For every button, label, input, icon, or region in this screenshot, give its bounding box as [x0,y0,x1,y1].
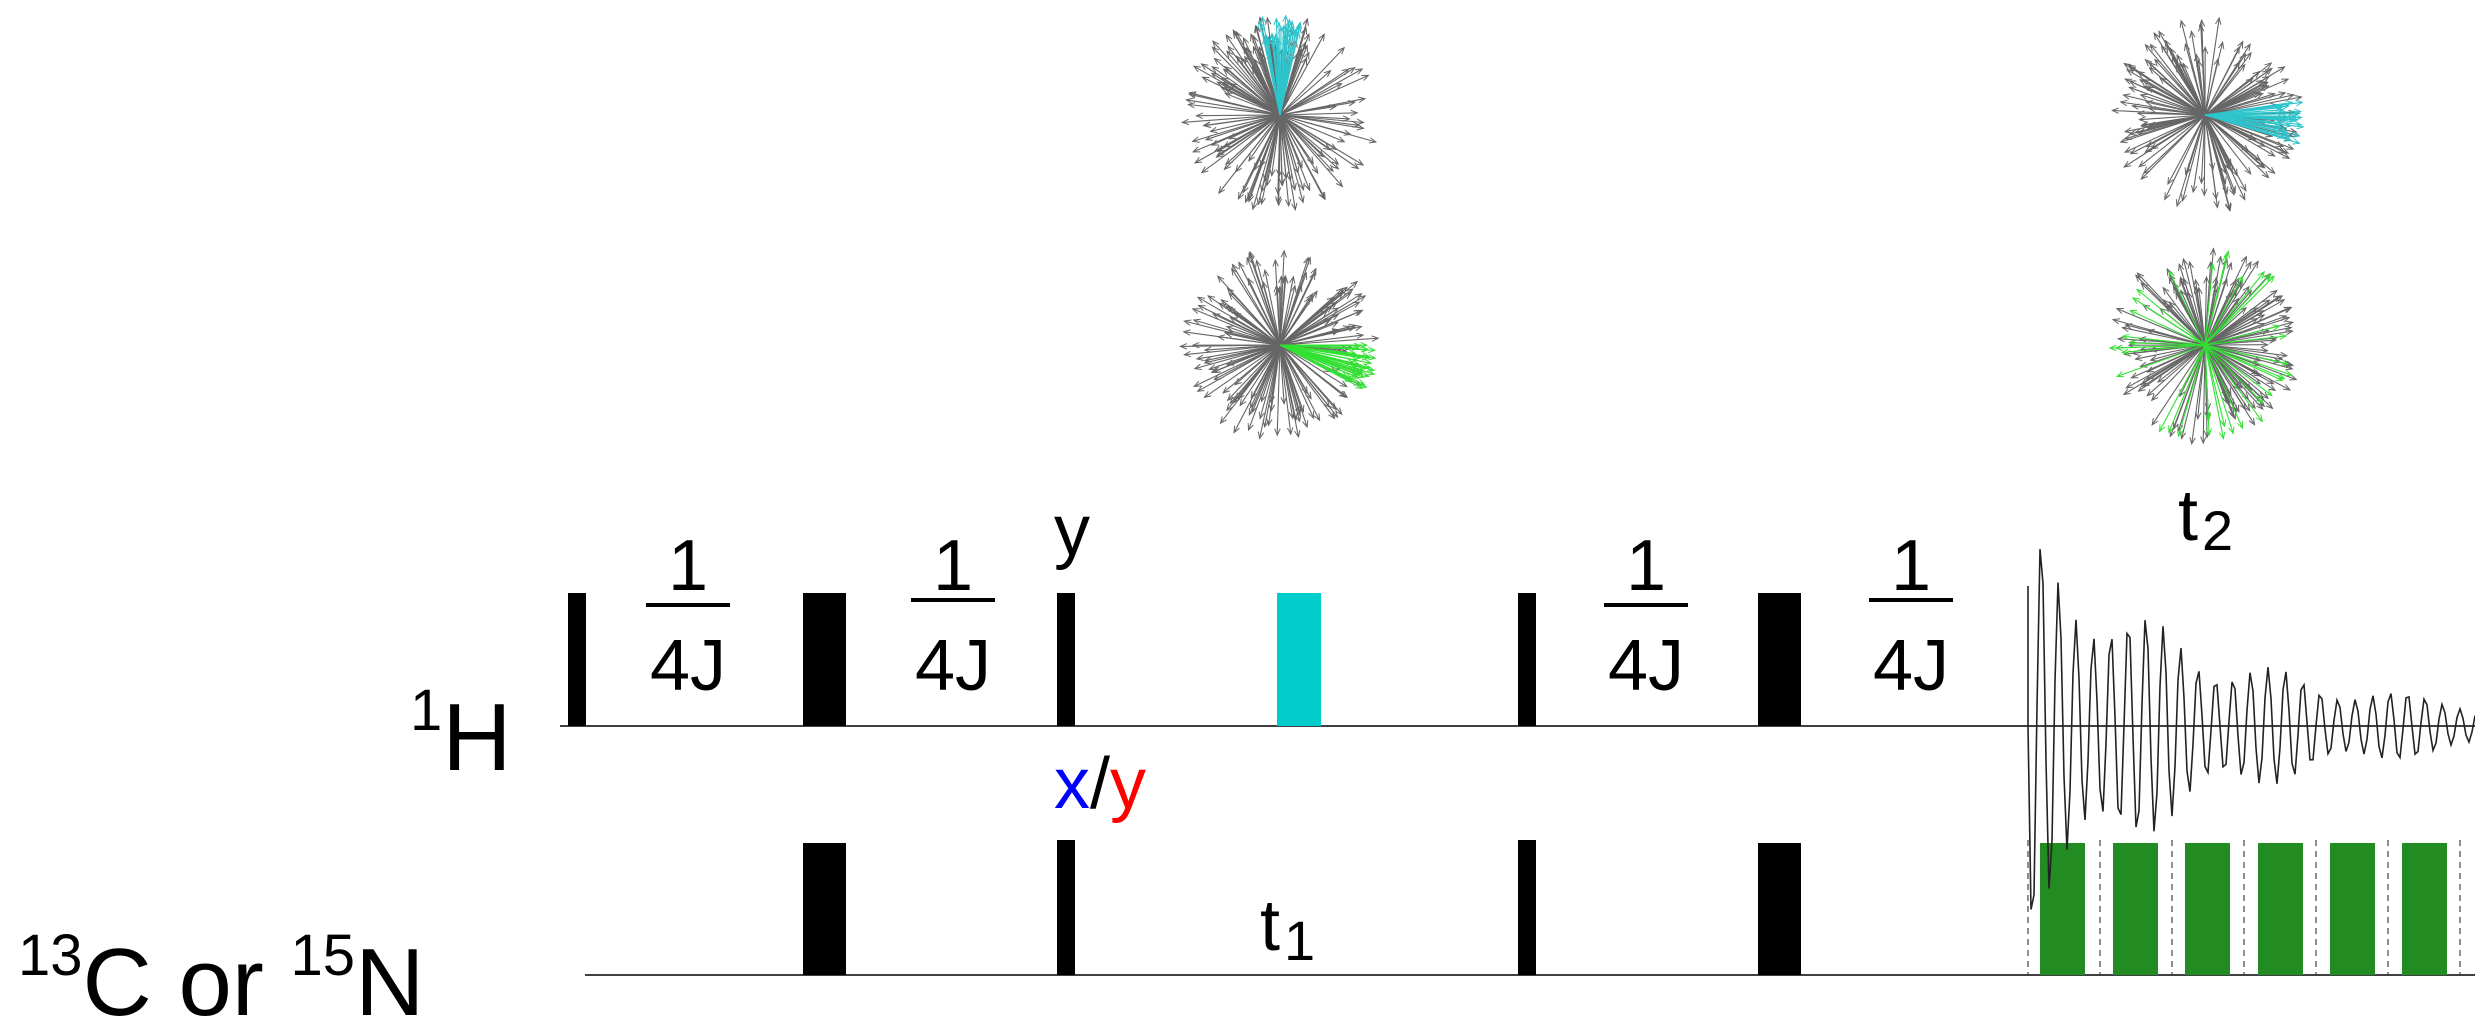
delay-fraction-1: 1 4J [646,526,730,706]
decoupling-pulse [2113,843,2158,975]
fid-signal [2027,549,2475,910]
h-pulse-180-2 [1758,593,1801,726]
decoupling-pulse [2402,843,2447,975]
phase-label-y: y [1054,491,1090,571]
svg-text:1: 1 [1891,526,1931,606]
vector-sphere-green-right [1179,249,1380,440]
x-pulse-180-1 [803,843,846,975]
vector-sphere-cyan-up [1181,14,1378,211]
phase-label-xy: x/y [1054,744,1146,824]
decoupling-pulse [2258,843,2303,975]
decoupling-pulse [2040,843,2085,975]
vector-sphere-green-dephased [2108,247,2298,446]
decoupling-pulse [2330,843,2375,975]
x-channel-label: 13C or 15N [18,923,424,1023]
vector-sphere-cyan-right [2111,16,2305,212]
delay-fraction-3: 1 4J [1604,526,1688,706]
magnetization-vector-diagrams [1179,14,2305,446]
h-channel-label: 1H [410,678,512,791]
h-pulse-90-2 [1518,593,1536,726]
delay-fraction-4: 1 4J [1869,526,1953,706]
decoupling-pulse [2185,843,2230,975]
h-pulse-180-1 [803,593,846,726]
svg-text:1: 1 [668,526,708,606]
svg-text:4J: 4J [650,626,726,706]
svg-text:1: 1 [933,526,973,606]
svg-text:4J: 4J [915,626,991,706]
delay-fraction-2: 1 4J [911,526,995,706]
t2-label: t2 [2178,476,2233,562]
h-pulse-90-1 [568,593,586,726]
x-pulse-90-1 [1057,840,1075,975]
svg-text:4J: 4J [1873,626,1949,706]
svg-text:4J: 4J [1608,626,1684,706]
x-pulse-180-2 [1758,843,1801,975]
svg-text:1: 1 [1626,526,1666,606]
t1-label: t1 [1260,886,1315,972]
h-pulse-90-y [1057,593,1075,726]
decoupling-block [2027,840,2461,975]
h-pulse-cyan [1277,593,1321,726]
x-pulse-90-2 [1518,840,1536,975]
